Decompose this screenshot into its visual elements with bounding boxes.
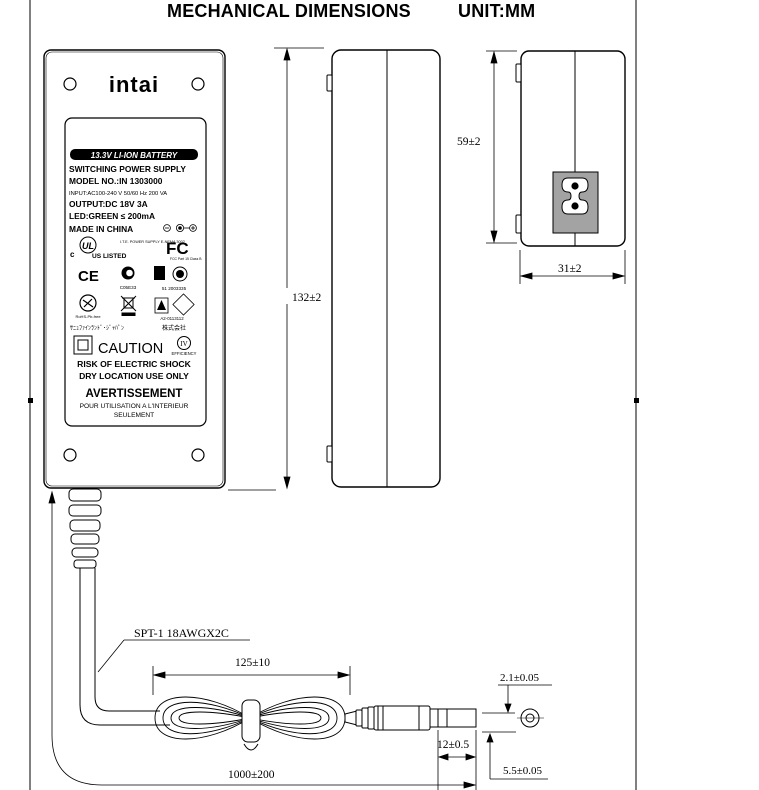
ac-inlet-socket bbox=[552, 171, 599, 234]
cert-1-text: C05E33 bbox=[120, 285, 137, 290]
avertissement-title: AVERTISSEMENT bbox=[86, 388, 183, 400]
japanese-text-2: 株式会社 bbox=[162, 324, 186, 332]
ul-mark: UL c US LISTED bbox=[70, 236, 127, 260]
avertissement-line-1: POUR UTILISATION A L'INTERIEUR bbox=[80, 403, 189, 410]
caution-title: CAUTION bbox=[98, 341, 163, 357]
screw-hole-bottom-left bbox=[63, 448, 77, 462]
c-tick-mark: A2-0113112 bbox=[154, 293, 195, 321]
plug-length-dimension bbox=[437, 730, 477, 790]
brand-logo: intai bbox=[109, 72, 159, 97]
model-line: MODEL NO.:IN 1303000 bbox=[69, 176, 163, 186]
cert-3-text: A2-0113112 bbox=[160, 316, 184, 321]
efficiency-mark: IV EFFICIENCY bbox=[172, 336, 197, 356]
adapter-side-view bbox=[326, 49, 441, 488]
dc-plug bbox=[344, 705, 477, 731]
fcc-small-text: FCC Part 15 Class B bbox=[170, 257, 202, 261]
outer-diameter-dimension bbox=[482, 731, 548, 780]
ul-small-text: I.T.E. POWER SUPPLY E-NEMA 3002 bbox=[120, 240, 185, 244]
svg-text:FC: FC bbox=[166, 239, 189, 258]
adapter-front-view: intai 13.3V LI-ION BATTERY SWITCHING POW… bbox=[43, 49, 226, 489]
efficiency-level: IV bbox=[180, 340, 187, 348]
coil-length-dimension bbox=[152, 666, 351, 695]
warning-line-1: RISK OF ELECTRIC SHOCK bbox=[77, 359, 191, 369]
cable-type-leader bbox=[97, 639, 250, 673]
adapter-end-view bbox=[515, 50, 626, 247]
sheet-frame bbox=[29, 0, 637, 790]
plug-length-value: 12±0.5 bbox=[437, 739, 469, 751]
inner-diameter-dimension bbox=[482, 684, 552, 714]
psb-mark: 51 2003335 bbox=[154, 266, 188, 291]
ccc-mark: C05E33 bbox=[120, 266, 137, 290]
weee-bin-icon bbox=[120, 295, 137, 316]
outer-diameter-value: 5.5±0.05 bbox=[503, 765, 543, 777]
led-line: LED:GREEN ≤ 200mA bbox=[69, 211, 155, 221]
coil-length-value: 125±10 bbox=[235, 657, 270, 669]
double-insulation-icon bbox=[73, 335, 93, 355]
cable-type-label: SPT-1 18AWGX2C bbox=[134, 626, 229, 640]
polarity-symbol bbox=[163, 223, 197, 232]
ce-mark: CE bbox=[78, 268, 99, 285]
cable-length-dimension bbox=[48, 490, 477, 789]
rating-label-plate bbox=[64, 117, 207, 427]
avertissement-line-2: SEULEMENT bbox=[114, 412, 154, 419]
warning-line-2: DRY LOCATION USE ONLY bbox=[79, 371, 189, 381]
battery-banner bbox=[70, 149, 198, 160]
width-dimension bbox=[519, 250, 626, 284]
frame-mark-left bbox=[28, 398, 33, 403]
screw-hole-top-left bbox=[63, 77, 77, 91]
dc-cable bbox=[79, 568, 170, 726]
screw-hole-bottom-right bbox=[191, 448, 205, 462]
height-dimension bbox=[486, 50, 517, 244]
efficiency-text: EFFICIENCY bbox=[172, 351, 197, 356]
japanese-text-1: ｻﾆｭﾌｧｲﾝﾗﾝﾄﾞ･ｼﾞｬﾊﾟﾝ bbox=[70, 325, 124, 332]
battery-banner-text: 13.3V LI-ION BATTERY bbox=[91, 151, 178, 160]
recycle-small-text: RoHS-Pb-free bbox=[75, 314, 101, 319]
cable-length-value: 1000±200 bbox=[228, 769, 275, 781]
output-line: OUTPUT:DC 18V 3A bbox=[69, 199, 148, 209]
strain-relief bbox=[68, 488, 102, 569]
product-line: SWITCHING POWER SUPPLY bbox=[69, 164, 186, 174]
ul-c-text: c bbox=[70, 250, 75, 259]
input-line: INPUT:AC100-240 V 50/60 Hz 200 VA bbox=[69, 191, 167, 197]
origin-line: MADE IN CHINA bbox=[69, 224, 133, 234]
cert-2-text: 51 2003335 bbox=[162, 286, 187, 291]
unit-label: UNIT:MM bbox=[458, 1, 536, 21]
cable-tie bbox=[241, 699, 261, 751]
length-dimension bbox=[228, 47, 324, 491]
screw-hole-top-right bbox=[191, 77, 205, 91]
fcc-mark: FC FCC Part 15 Class B bbox=[166, 239, 202, 261]
width-dimension-value: 31±2 bbox=[558, 263, 582, 275]
svg-text:UL: UL bbox=[82, 241, 94, 251]
inner-diameter-value: 2.1±0.05 bbox=[500, 672, 540, 684]
drawing-title: MECHANICAL DIMENSIONS bbox=[167, 1, 411, 21]
frame-mark-right bbox=[634, 398, 639, 403]
plug-end-view bbox=[517, 708, 544, 728]
height-dimension-value: 59±2 bbox=[457, 136, 481, 148]
length-dimension-value: 132±2 bbox=[292, 292, 322, 304]
ul-listed-text: US LISTED bbox=[92, 253, 127, 260]
recycle-mark: RoHS-Pb-free bbox=[75, 294, 101, 319]
